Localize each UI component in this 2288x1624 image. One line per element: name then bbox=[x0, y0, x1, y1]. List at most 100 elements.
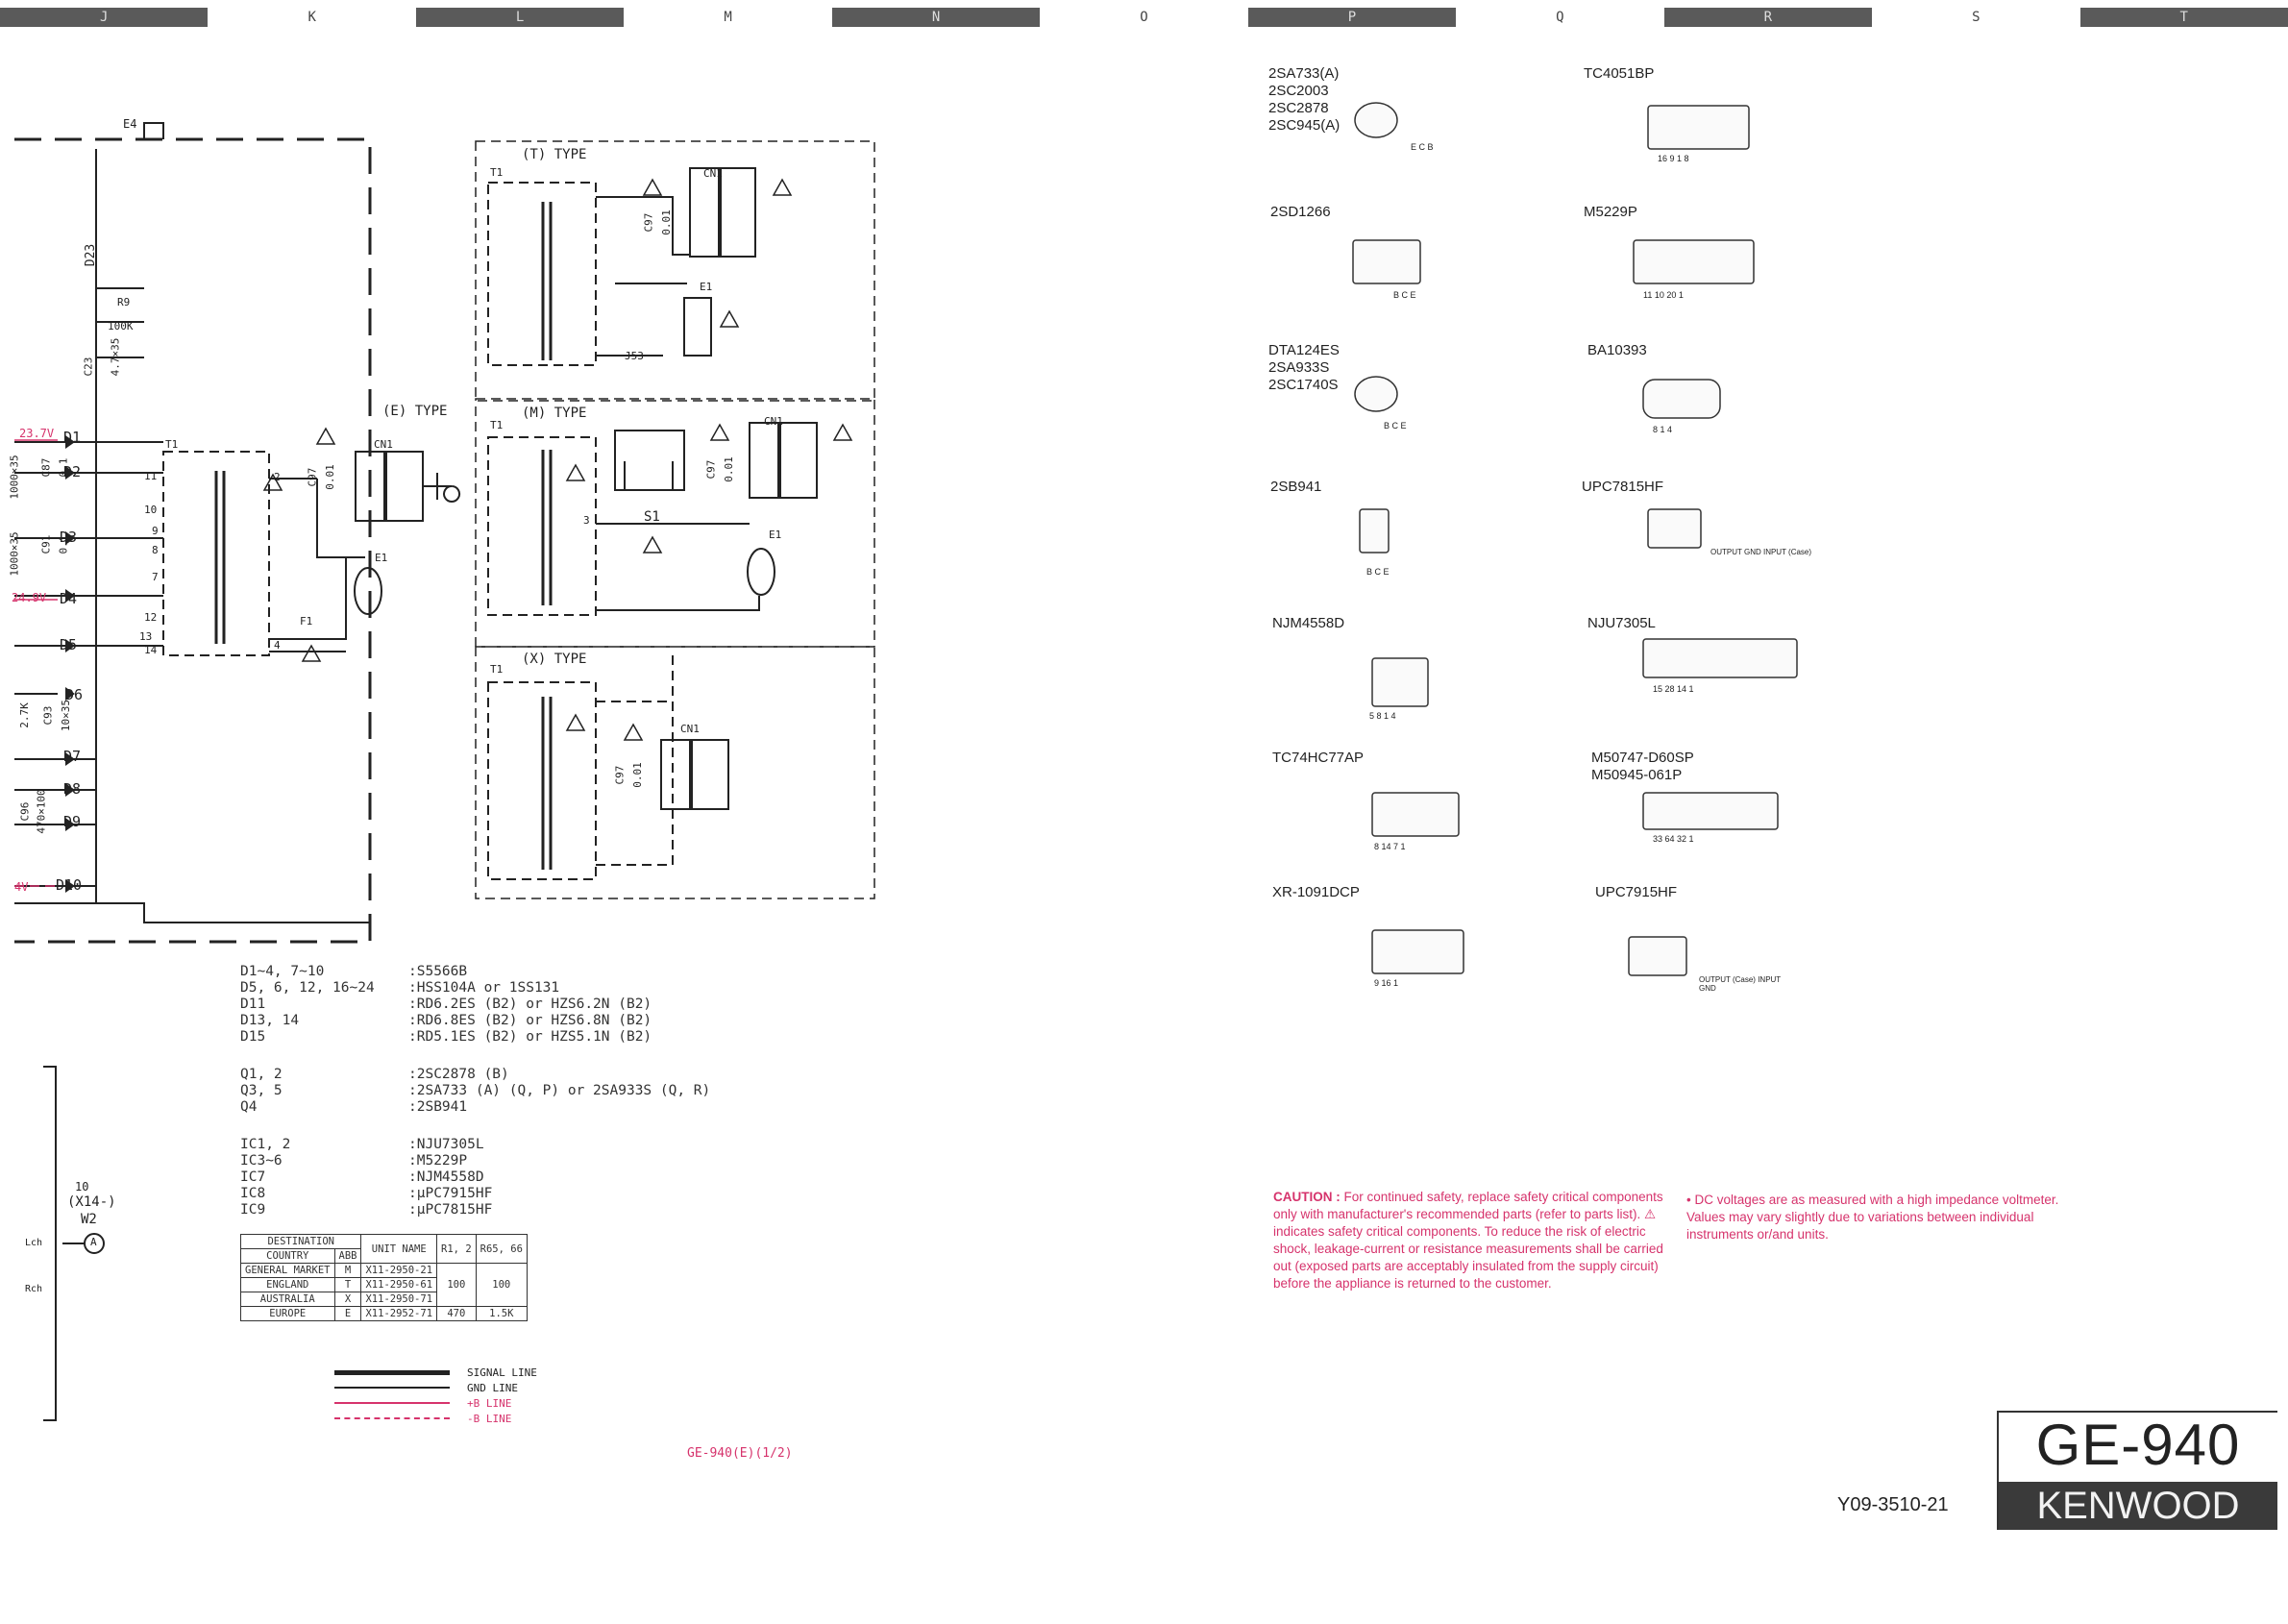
parts-note-key: IC7 bbox=[240, 1169, 266, 1185]
label-d3: D3 bbox=[60, 529, 78, 546]
label-c96: C96 bbox=[18, 801, 32, 822]
safety-warning-icons bbox=[262, 178, 853, 741]
label-r9-value: 100K bbox=[108, 320, 134, 332]
conn-w2: W2 bbox=[81, 1212, 97, 1227]
component-njm4558d: NJM4558D bbox=[1272, 615, 1345, 631]
conn-10: 10 bbox=[75, 1180, 89, 1193]
parts-note-row: D5, 6, 12, 16~24:HSS104A or 1SS131 bbox=[240, 980, 710, 997]
label-d2: D2 bbox=[63, 463, 82, 480]
label-d7: D7 bbox=[63, 748, 82, 765]
cell-abb: X bbox=[333, 1292, 362, 1307]
label-cn1-t: CN1 bbox=[703, 167, 723, 180]
dc-voltage-note: • DC voltages are as measured with a hig… bbox=[1686, 1193, 2059, 1242]
ruler-cell: Q bbox=[1556, 10, 1564, 25]
ruler-cell: L bbox=[415, 8, 625, 27]
label-r9: R9 bbox=[117, 296, 131, 308]
parts-note-key: IC8 bbox=[240, 1186, 266, 1201]
label-s1: S1 bbox=[644, 509, 660, 525]
parts-note-value: :NJM4558D bbox=[408, 1169, 484, 1185]
component-m5229p: M5229P bbox=[1584, 204, 1637, 220]
parts-note-key: D13, 14 bbox=[240, 1013, 300, 1028]
parts-note-value: :NJU7305L bbox=[408, 1137, 484, 1152]
pins-nju7305l: 15 28 14 1 bbox=[1653, 684, 1694, 694]
label-cn1-e: CN1 bbox=[374, 438, 393, 451]
voltage-4v: 4V bbox=[14, 880, 29, 894]
component-nju7305l: NJU7305L bbox=[1587, 615, 1656, 631]
label-e1-m: E1 bbox=[769, 529, 782, 541]
conn-x14: (X14-) bbox=[67, 1194, 116, 1210]
parts-note-row: Q1, 2:2SC2878 (B) bbox=[240, 1067, 710, 1083]
cell-r12: 470 bbox=[436, 1306, 477, 1321]
cell-abb: M bbox=[333, 1263, 362, 1278]
pins-m50747: 33 64 32 1 bbox=[1653, 834, 1694, 844]
label-c97-e-value: 0.01 bbox=[323, 464, 336, 490]
pin-4: 4 bbox=[274, 639, 281, 652]
label-c97-m: C97 bbox=[704, 459, 718, 480]
parts-note-row: IC1, 2 :NJU7305L bbox=[240, 1137, 710, 1153]
th-r65: R65, 66 bbox=[475, 1234, 528, 1264]
label-t1-main: T1 bbox=[165, 438, 179, 451]
parts-note-value: :2SC2878 (B) bbox=[408, 1067, 509, 1082]
parts-note-value: :2SB941 bbox=[408, 1099, 468, 1115]
label-d8: D8 bbox=[63, 780, 82, 798]
parts-note-key: IC1, 2 bbox=[240, 1137, 291, 1152]
parts-note-key: Q3, 5 bbox=[240, 1083, 283, 1098]
pins-tc74hc77ap: 8 14 7 1 bbox=[1374, 842, 1406, 851]
cell-r65: 1.5K bbox=[475, 1306, 528, 1321]
label-d4: D4 bbox=[60, 590, 78, 607]
caution-title: CAUTION : bbox=[1273, 1190, 1341, 1204]
label-c87-value: 0.1 bbox=[57, 457, 70, 478]
label-r-2-7k: 2.7K bbox=[17, 702, 31, 728]
cell-r12: 100 bbox=[436, 1263, 477, 1307]
ruler-cell: T bbox=[2079, 8, 2288, 27]
parts-note-key: IC3~6 bbox=[240, 1153, 283, 1169]
pins-transistor-a: E C B bbox=[1411, 142, 1434, 152]
label-c87: C87 bbox=[39, 457, 53, 478]
pin-11: 11 bbox=[144, 470, 158, 482]
th-destination: DESTINATION bbox=[239, 1234, 362, 1249]
label-cn1-m: CN1 bbox=[764, 415, 783, 428]
parts-note-row: D13, 14:RD6.8ES (B2) or HZS6.8N (B2) bbox=[240, 1013, 710, 1029]
component-m50747: M50747-D60SP M50945-061P bbox=[1591, 750, 1694, 783]
parts-note-value: :RD6.2ES (B2) or HZS6.2N (B2) bbox=[408, 997, 652, 1012]
label-cn1-x: CN1 bbox=[680, 723, 700, 735]
label-m-type: (M) TYPE bbox=[522, 406, 587, 421]
label-c91: C91 bbox=[39, 534, 53, 554]
ruler-cell: J bbox=[0, 8, 209, 27]
parts-note-row: Q4:2SB941 bbox=[240, 1099, 710, 1116]
parts-note-key: D1~4, 7~10 bbox=[240, 964, 325, 979]
parts-note-row: D1~4, 7~10:S5566B bbox=[240, 964, 710, 980]
label-c1000-b: 1000×35 bbox=[8, 531, 21, 577]
label-x-type: (X) TYPE bbox=[522, 652, 587, 667]
component-2sb941: 2SB941 bbox=[1270, 479, 1322, 495]
label-e1-t: E1 bbox=[700, 281, 713, 293]
label-e-type: (E) TYPE bbox=[382, 404, 448, 419]
parts-note-row: IC7 :NJM4558D bbox=[240, 1169, 710, 1186]
destination-table: DESTINATION UNIT NAME R1, 2 R65, 66 COUN… bbox=[239, 1234, 528, 1321]
cell-unit: X11-2950-61 bbox=[360, 1277, 438, 1292]
th-country: COUNTRY bbox=[240, 1248, 335, 1264]
component-transistor-b: DTA124ES 2SA933S 2SC1740S bbox=[1268, 342, 1340, 393]
cell-r65: 100 bbox=[475, 1263, 528, 1307]
cell-unit: X11-2952-71 bbox=[360, 1306, 438, 1321]
document-number: Y09-3510-21 bbox=[1837, 1494, 1949, 1515]
cell-country: ENGLAND bbox=[240, 1277, 335, 1292]
legend-minus-b: -B LINE bbox=[467, 1412, 512, 1425]
parts-note-key: D11 bbox=[240, 997, 266, 1012]
cell-unit: X11-2950-21 bbox=[360, 1263, 438, 1278]
pins-njm4558d: 5 8 1 4 bbox=[1369, 711, 1396, 721]
label-c97-t: C97 bbox=[642, 212, 655, 233]
parts-note-key: IC9 bbox=[240, 1202, 266, 1218]
parts-note-value: :RD5.1ES (B2) or HZS5.1N (B2) bbox=[408, 1029, 652, 1045]
label-c97-t-value: 0.01 bbox=[659, 209, 673, 235]
legend-signal: SIGNAL LINE bbox=[467, 1366, 537, 1379]
parts-note-value: :HSS104A or 1SS131 bbox=[408, 980, 560, 996]
sheet-code: GE-940(E)(1/2) bbox=[687, 1446, 793, 1461]
cell-abb: T bbox=[333, 1277, 362, 1292]
label-d23: D23 bbox=[84, 243, 99, 267]
voltage-23-7v: 23.7V bbox=[19, 427, 55, 440]
pins-m5229p: 11 10 20 1 bbox=[1643, 290, 1684, 300]
table-row: GENERAL MARKET M X11-2950-21 100 100 bbox=[240, 1263, 528, 1307]
pin-12: 12 bbox=[144, 611, 158, 624]
